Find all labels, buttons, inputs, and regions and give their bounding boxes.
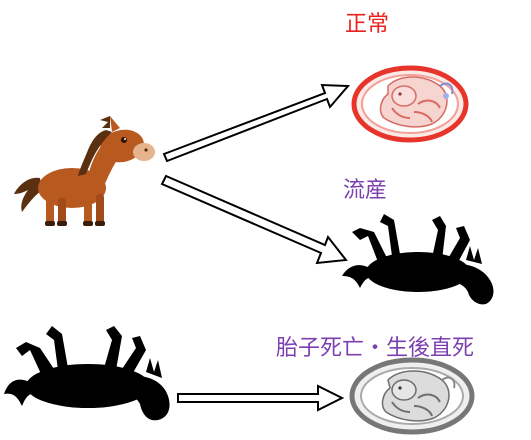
arrow-to-neonatal-death <box>178 386 342 410</box>
arrow-to-normal <box>164 85 348 161</box>
horse-icon <box>14 116 155 226</box>
dead-horse-silhouette-icon <box>4 326 170 420</box>
label-abortion: 流産 <box>343 180 387 202</box>
healthy-fetus-icon <box>354 68 466 140</box>
dead-fetus-icon <box>352 360 472 432</box>
dead-foal-silhouette-icon <box>342 214 493 304</box>
arrow-to-abortion <box>162 176 346 263</box>
label-fetal-neonatal-death: 胎子死亡・生後直死 <box>276 338 474 360</box>
label-normal: 正常 <box>345 14 389 36</box>
